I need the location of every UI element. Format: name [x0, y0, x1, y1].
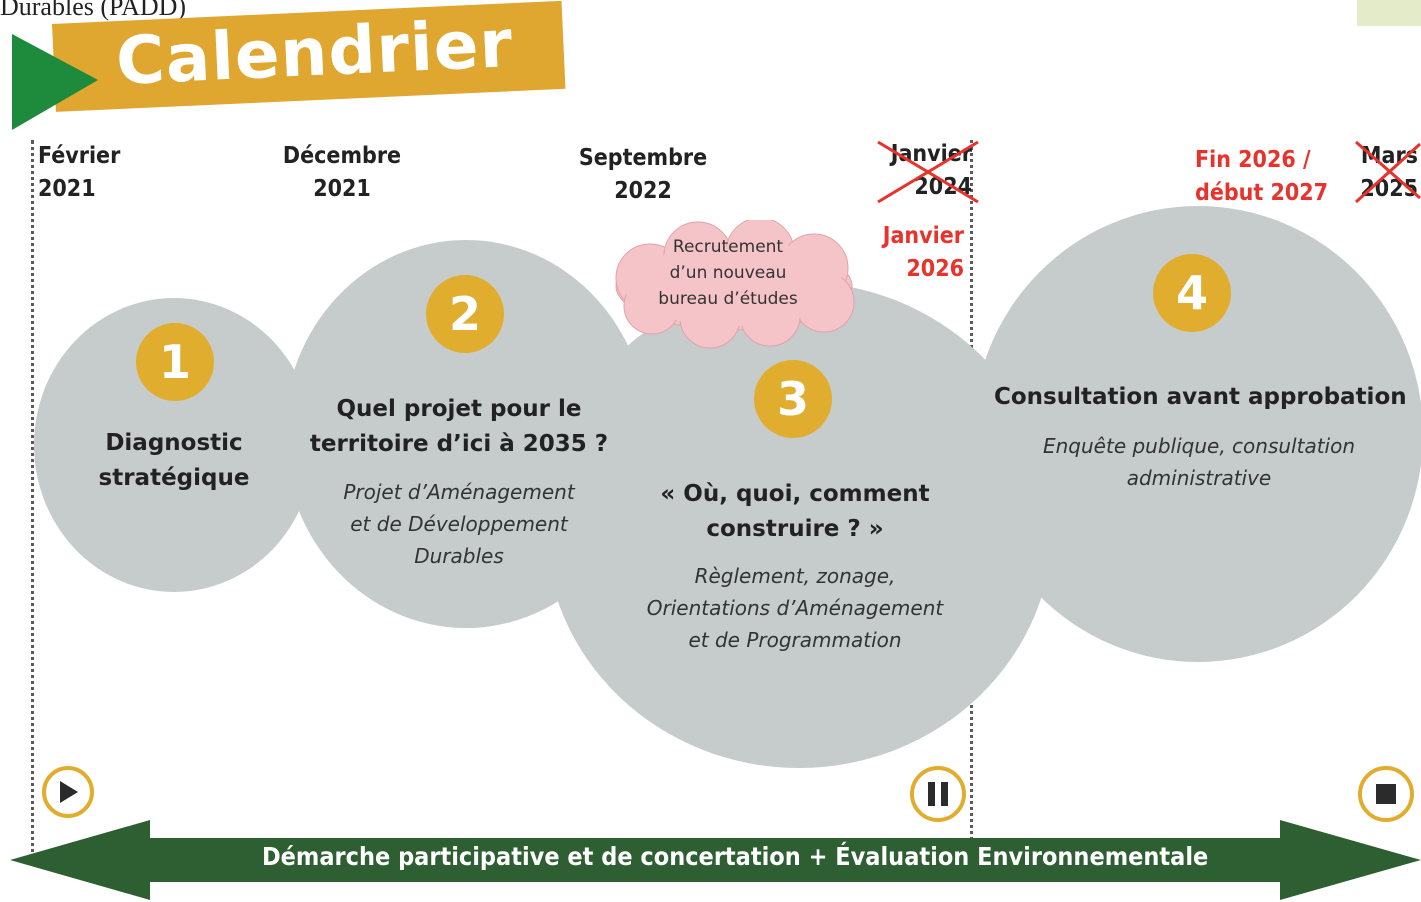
- date-fin-2026: Fin 2026 /début 2027: [1195, 147, 1329, 206]
- pause-icon: [910, 766, 966, 822]
- play-triangle-icon: [12, 34, 98, 130]
- step-4-number-badge: 4: [1153, 254, 1231, 332]
- step-2-description: Projet d’Aménagement et de Développement…: [343, 480, 575, 568]
- step-3-number-badge: 3: [754, 360, 832, 438]
- step-4-title: Consultation avant approbation: [994, 384, 1407, 410]
- arrow-label: Démarche participative et de concertatio…: [262, 842, 1209, 871]
- step-1-title: Diagnostic stratégique: [98, 430, 250, 491]
- step-2-number-badge: 2: [426, 275, 504, 353]
- step-3-description: Règlement, zonage, Orientations d’Aménag…: [646, 564, 944, 652]
- cloud-shape: [615, 220, 855, 349]
- step-4-description: Enquête publique, consultation administr…: [1042, 434, 1356, 490]
- double-arrow: [10, 820, 1421, 900]
- cloud-text: Recrutement d’un nouveau bureau d’études: [658, 237, 798, 309]
- top-caption: Durables (PADD): [0, 0, 187, 21]
- stop-icon: [1358, 766, 1414, 822]
- play-icon: [42, 766, 94, 818]
- cross-out-icon: [877, 140, 979, 204]
- timeline-divider-left: [31, 140, 34, 860]
- cross-out-icon-2: [1354, 140, 1421, 204]
- corner-box: [1357, 0, 1421, 26]
- step-2-title: Quel projet pour le territoire d’ici à 2…: [309, 396, 609, 457]
- step-1-number-badge: 1: [136, 323, 214, 401]
- step-3-title: « Où, quoi, comment construire ? »: [660, 481, 930, 542]
